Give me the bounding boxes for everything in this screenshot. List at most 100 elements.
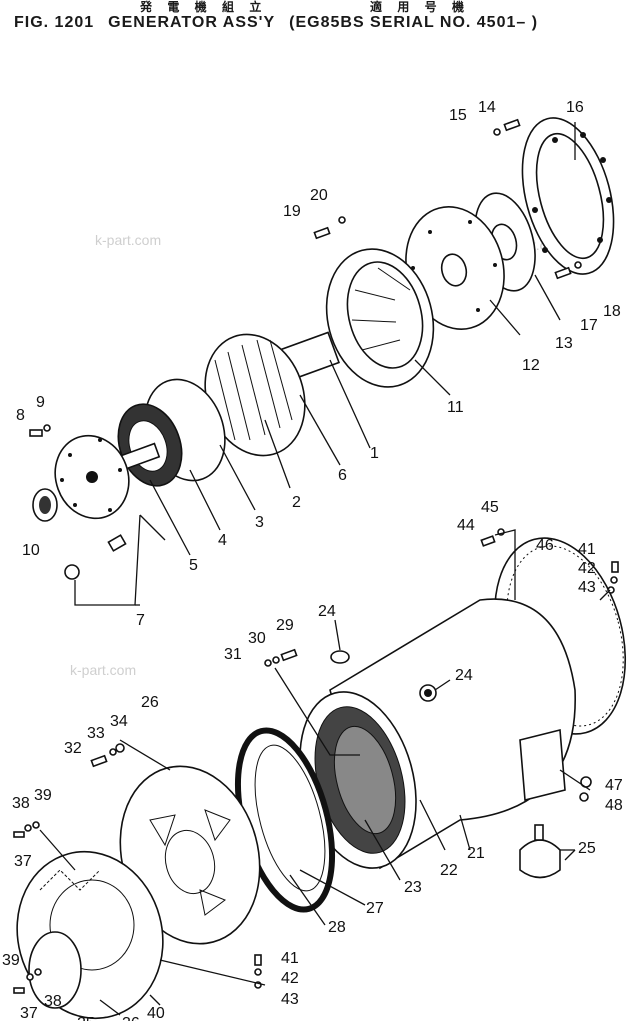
callout-36: 36 (122, 1015, 140, 1021)
fan-11 (325, 248, 435, 388)
callout-27: 27 (366, 900, 384, 917)
callout-38b: 38 (44, 993, 62, 1010)
callout-31: 31 (224, 646, 242, 663)
callout-16: 16 (566, 99, 584, 116)
figure-number: FIG. 1201 (14, 14, 95, 31)
callout-30: 30 (248, 630, 266, 647)
leader-lines-lower (39, 529, 611, 1016)
washer-30 (272, 656, 280, 664)
assembly-name: GENERATOR ASS'Y (108, 14, 276, 31)
washer-33 (109, 748, 117, 756)
callout-24a: 24 (318, 603, 336, 620)
callout-48: 48 (605, 797, 623, 814)
callout-3: 3 (255, 514, 264, 531)
washer-15 (493, 128, 501, 136)
callout-41b: 41 (281, 950, 299, 967)
washer-20 (338, 216, 346, 224)
callout-6: 6 (338, 467, 347, 484)
washer-42 (254, 576, 618, 976)
bolt-32 (90, 754, 108, 768)
callout-43b: 43 (281, 991, 299, 1008)
callout-12: 12 (522, 357, 540, 374)
washer-39 (32, 821, 42, 976)
callout-20: 20 (310, 187, 328, 204)
callout-21: 21 (467, 845, 485, 862)
callout-8: 8 (16, 407, 25, 424)
callout-38a: 38 (12, 795, 30, 812)
figure-title: FIG. 1201 GENERATOR ASS'Y (EG85BS SERIAL N… (14, 14, 552, 32)
washer-48 (579, 792, 589, 802)
callout-29: 29 (276, 617, 294, 634)
cap-24 (330, 650, 437, 702)
callout-47: 47 (605, 777, 623, 794)
callout-37b: 37 (20, 1005, 38, 1021)
bolt-41 (254, 561, 619, 966)
callout-18: 18 (603, 303, 621, 320)
screw-8 (29, 429, 43, 437)
callout-24b: 24 (455, 667, 473, 684)
callout-13: 13 (555, 335, 573, 352)
washer-18 (574, 261, 582, 269)
adapter-ring-16 (521, 117, 615, 275)
cover-cap-35 (28, 931, 82, 1009)
callout-37a: 37 (14, 853, 32, 870)
callout-14: 14 (478, 99, 496, 116)
callout-10: 10 (22, 542, 40, 559)
callout-22: 22 (440, 862, 458, 879)
callout-17: 17 (580, 317, 598, 334)
end-bracket-26 (119, 765, 261, 945)
bolt-14 (503, 118, 521, 132)
callout-39b: 39 (2, 952, 20, 969)
callout-11: 11 (447, 399, 464, 416)
callout-44: 44 (457, 517, 475, 534)
bolt-44 (480, 535, 496, 547)
callout-26: 26 (141, 694, 159, 711)
callout-34: 34 (110, 713, 128, 730)
callout-41a: 41 (578, 541, 596, 558)
washer-9 (43, 424, 51, 432)
ring-28 (234, 727, 336, 913)
washer-31 (264, 659, 272, 667)
callout-43a: 43 (578, 579, 596, 596)
callout-19: 19 (283, 203, 301, 220)
washer-43 (254, 586, 615, 989)
bolt-17 (554, 266, 572, 280)
bearing-bracket-7 (54, 434, 130, 520)
serial-range: (EG85BS SERIAL NO. 4501– ) (289, 14, 539, 31)
callout-23: 23 (404, 879, 422, 896)
callout-15: 15 (449, 107, 467, 124)
rubber-mount-25 (519, 824, 561, 879)
stator-frame-21 (299, 598, 576, 870)
callout-labels: 1 2 3 4 5 6 7 8 9 10 11 12 13 14 15 16 1… (2, 99, 623, 1021)
callout-42a: 42 (578, 560, 596, 577)
callout-2: 2 (292, 494, 301, 511)
callout-45: 45 (481, 499, 499, 516)
callout-46: 46 (536, 537, 554, 554)
callout-4: 4 (218, 532, 227, 549)
rotor-assembly (115, 331, 340, 487)
callout-9: 9 (36, 394, 45, 411)
brush-parts (64, 534, 127, 580)
bolt-19 (313, 226, 331, 240)
watermark-1: k-part.com (95, 232, 161, 248)
leader-lines-upper (74, 122, 576, 606)
screw-37 (13, 831, 25, 994)
callout-5: 5 (189, 557, 198, 574)
callout-7: 7 (136, 612, 145, 629)
callout-39a: 39 (34, 787, 52, 804)
callout-40: 40 (147, 1005, 165, 1021)
callout-32: 32 (64, 740, 82, 757)
callout-33: 33 (87, 725, 105, 742)
callout-25a: 25 (578, 840, 596, 857)
callout-42b: 42 (281, 970, 299, 987)
callout-1: 1 (370, 445, 379, 462)
callout-28: 28 (328, 919, 346, 936)
washer-34 (115, 743, 125, 753)
callout-25b: 25 (77, 1015, 95, 1021)
washer-38 (24, 824, 34, 981)
watermark-3: k-part.com (70, 662, 136, 678)
bearing-10 (32, 488, 58, 522)
bolt-29 (280, 648, 298, 662)
japanese-title: 発 電 機 組 立 (140, 0, 268, 14)
